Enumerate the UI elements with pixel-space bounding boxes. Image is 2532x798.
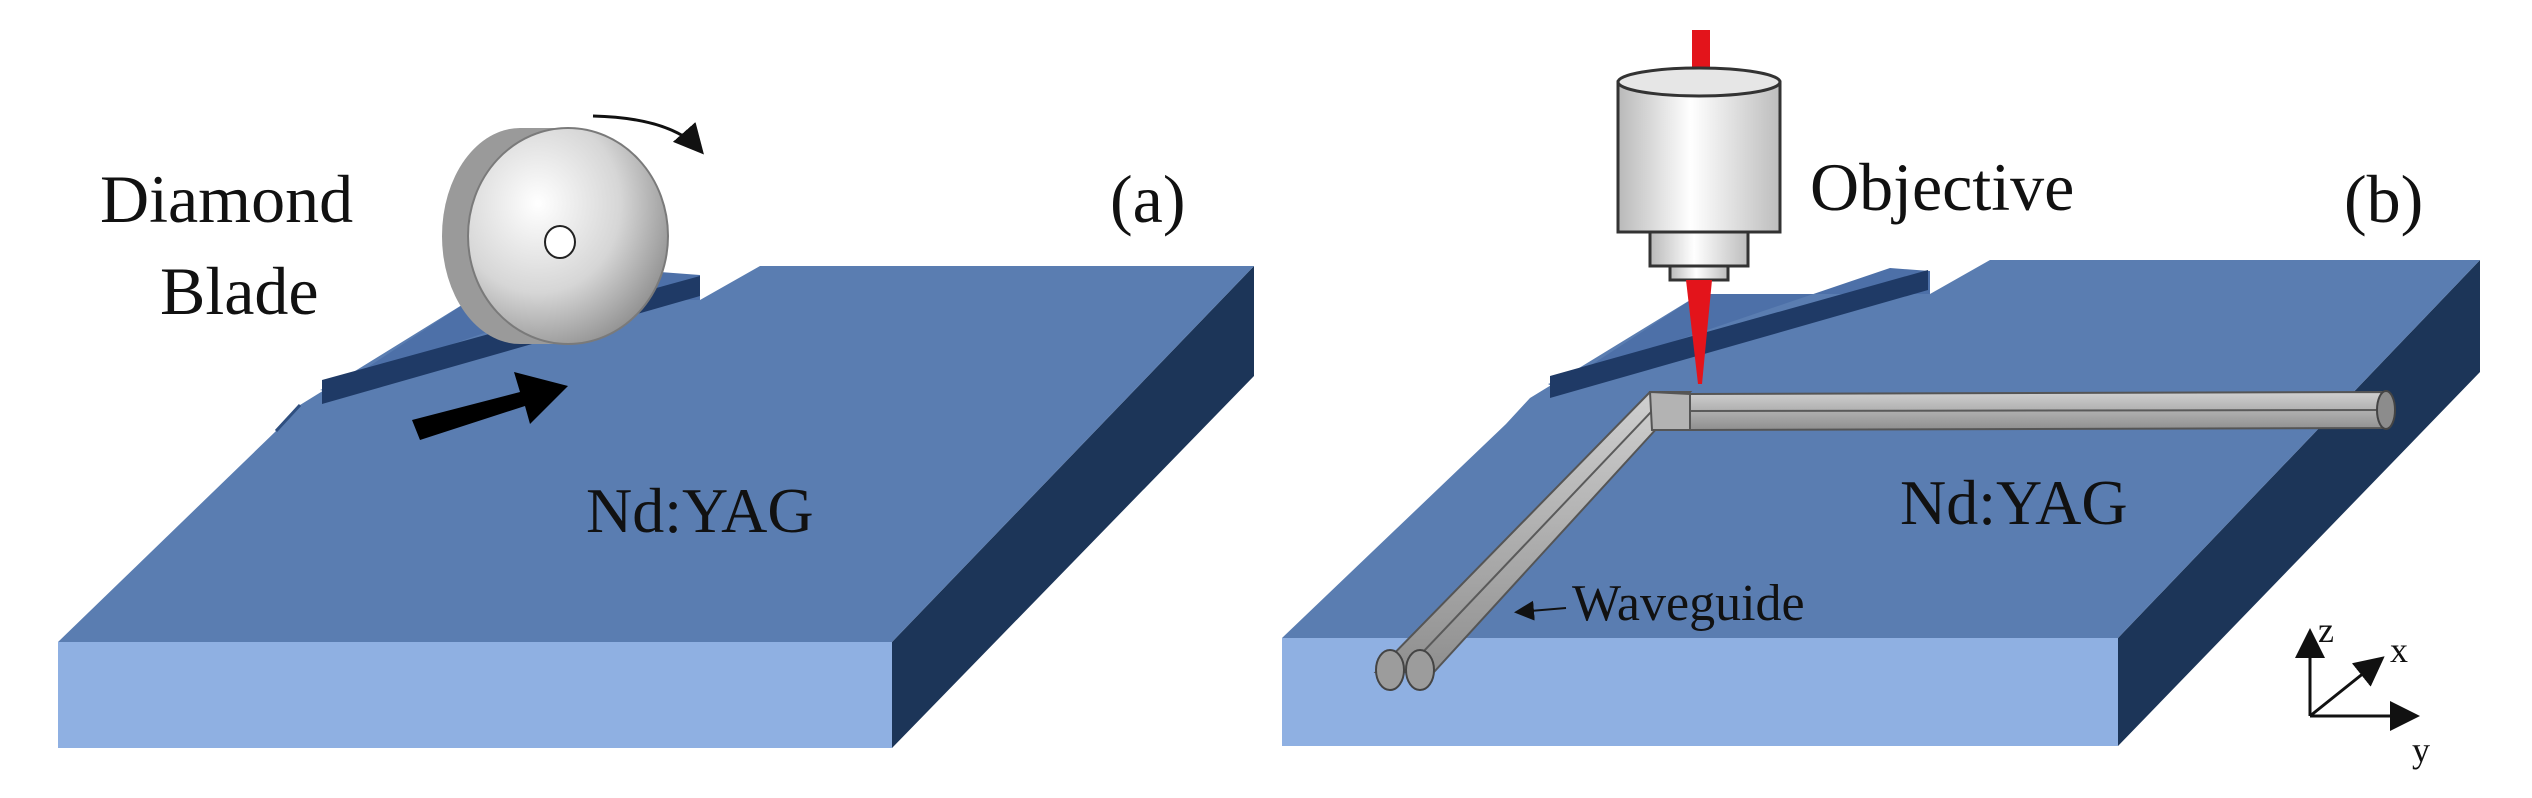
- objective-label: Objective: [1810, 149, 2074, 225]
- diamond-blade: [442, 127, 669, 345]
- groove-b: [1550, 270, 1928, 398]
- coordinate-axes-icon: [2295, 628, 2420, 731]
- objective-lens: [1616, 66, 1782, 282]
- diamond-label-line1: Diamond: [100, 161, 353, 237]
- waveguide-label: Waveguide: [1572, 575, 1805, 632]
- slab-b-side-face: [2118, 260, 2480, 746]
- feed-direction-arrow-icon: [412, 372, 568, 440]
- slab-a-side-face: [892, 266, 1254, 748]
- panel-a: Diamond Blade (a) Nd:YAG: [58, 114, 1254, 748]
- panel-a-label: (a): [1110, 161, 1185, 237]
- material-label-b: Nd:YAG: [1900, 467, 2128, 538]
- slab-b-top-face: [1282, 260, 2480, 638]
- waveguide-pointer: [1514, 600, 1567, 621]
- waveguide-x-branch: [1689, 390, 2396, 432]
- axis-y-label: y: [2412, 730, 2430, 770]
- material-label-a: Nd:YAG: [586, 475, 814, 546]
- blade-label-line2: Blade: [160, 253, 319, 329]
- slab-a-top-face: [58, 266, 1254, 642]
- axis-x-label: x: [2390, 630, 2408, 670]
- axis-z-label: z: [2318, 610, 2334, 650]
- slab-b-ridge: [1548, 268, 1930, 388]
- panel-b: Objective (b) Nd:YAG Waveguide z x y: [1282, 30, 2480, 770]
- slab-a-front-face: [58, 642, 892, 748]
- blade-hole-icon: [544, 225, 576, 259]
- focused-laser-beam: [1686, 280, 1712, 384]
- panel-b-label: (b): [2344, 161, 2423, 237]
- rotation-arrow-icon: [592, 114, 704, 155]
- slab-a-ridge: [320, 272, 700, 392]
- waveguide-y-branch: [1373, 390, 1693, 691]
- slab-b-front-face: [1282, 638, 2118, 746]
